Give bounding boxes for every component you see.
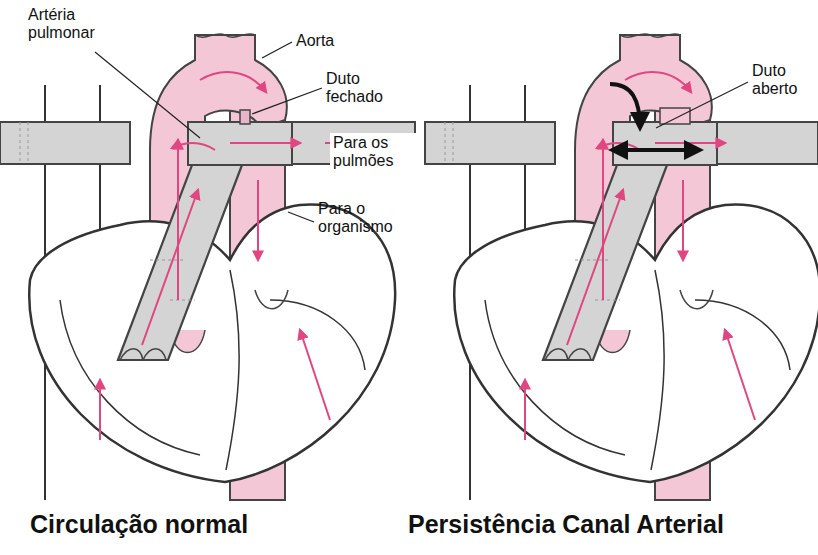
shunt-arrow xyxy=(612,148,700,152)
leader-line xyxy=(656,82,748,128)
open-duct xyxy=(660,108,690,124)
panel-caption: Persistência Canal Arterial xyxy=(408,510,724,539)
part-label: Duto aberto xyxy=(752,62,812,99)
leader-line xyxy=(262,42,292,58)
part-label: Para os pulmões xyxy=(330,133,418,172)
leader-line xyxy=(288,212,314,222)
part-label: Artéria pulmonar xyxy=(28,6,118,43)
pda-heart xyxy=(425,34,818,500)
part-label: Aorta xyxy=(296,32,334,50)
leader-line xyxy=(252,88,322,114)
leader-line xyxy=(95,52,200,138)
panel-caption: Circulação normal xyxy=(30,510,248,539)
part-label: Para o organismo xyxy=(318,200,410,237)
shunt-arrow xyxy=(610,84,640,128)
part-label: Duto fechado xyxy=(326,70,398,107)
closed-duct xyxy=(240,110,250,124)
normal-heart xyxy=(0,34,415,500)
